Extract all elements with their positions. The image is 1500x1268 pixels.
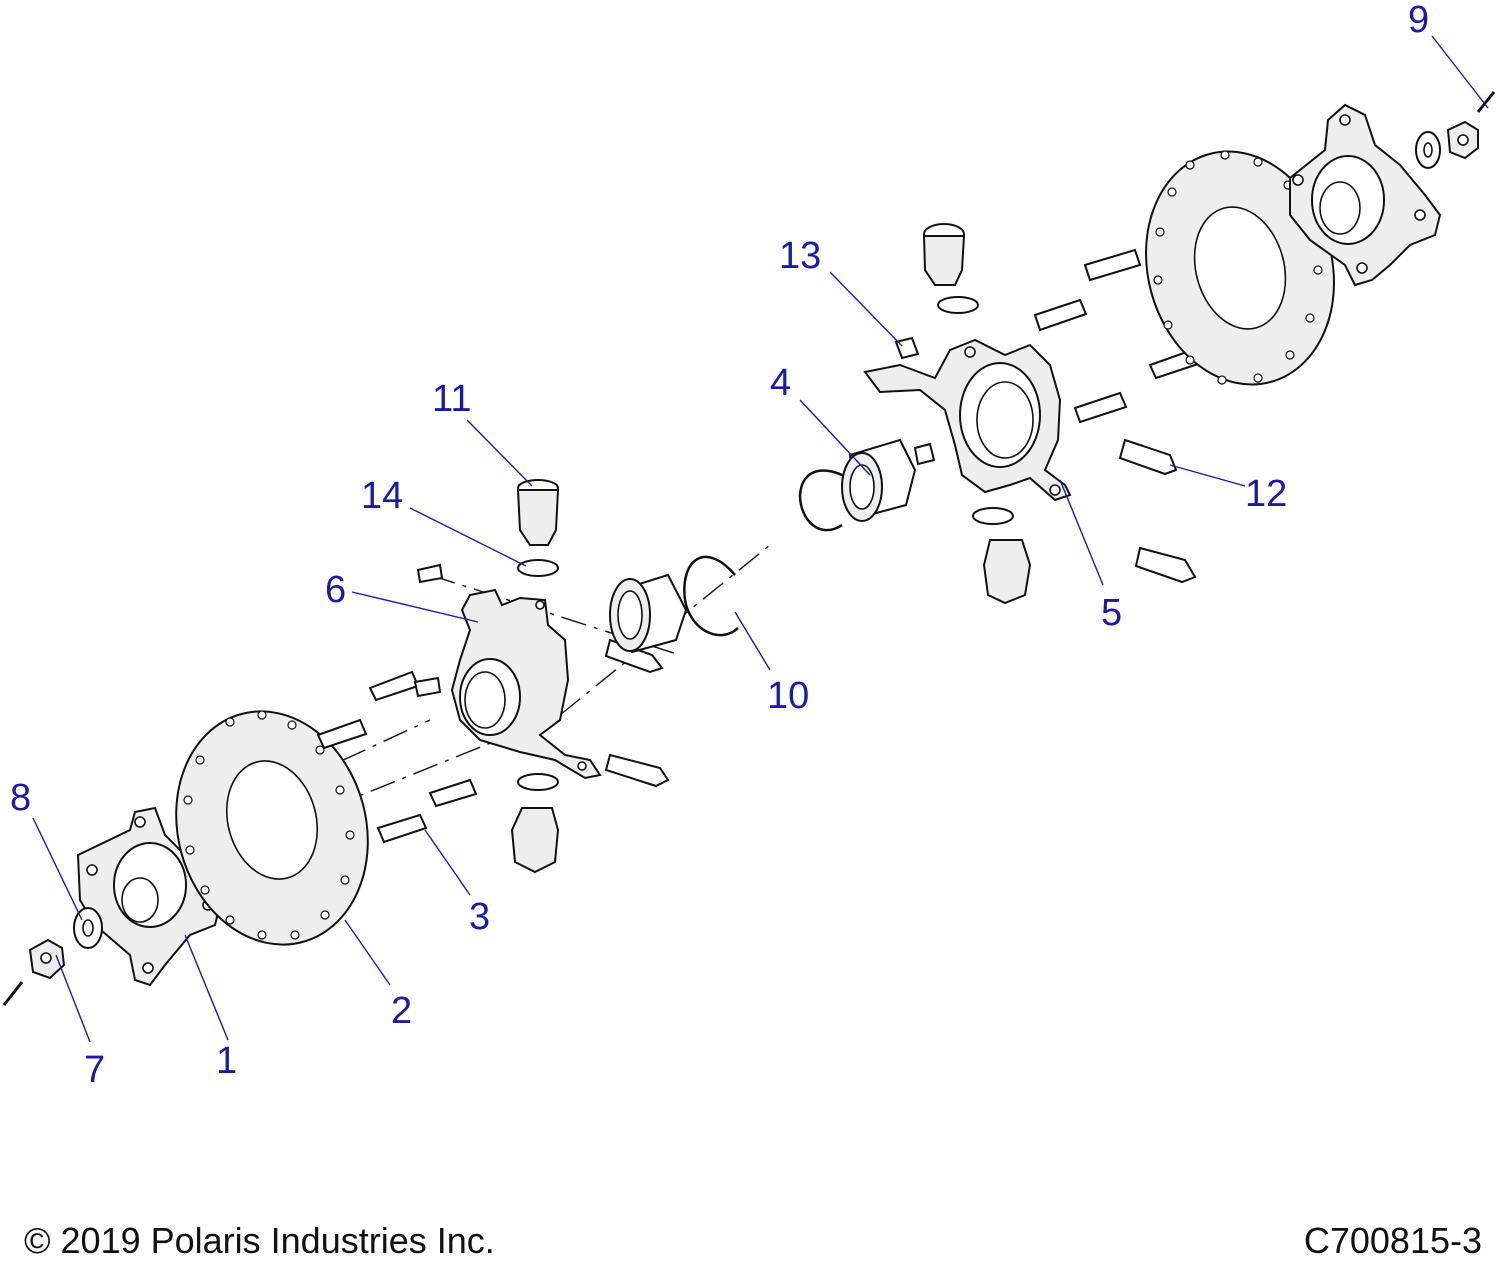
- callout-5: 5: [1101, 592, 1122, 634]
- drawing-number: C700815-3: [1303, 1220, 1482, 1261]
- snap-ring-left: [683, 555, 739, 637]
- ball-joint-upper-right: [922, 223, 966, 286]
- callout-11: 11: [432, 378, 471, 420]
- castle-nut-right: [1446, 120, 1479, 160]
- leader-lines: [32, 35, 1489, 1043]
- callout-7: 7: [84, 1049, 105, 1091]
- steering-knuckle-right: [863, 338, 1072, 502]
- washer-left: [73, 907, 103, 949]
- wheel-bearing-right: [841, 438, 917, 522]
- cotter-pin-left: [2, 981, 24, 1006]
- callout-2: 2: [391, 990, 412, 1032]
- copyright-notice: © 2019 Polaris Industries Inc.: [24, 1220, 495, 1261]
- knuckle-nut-right: [913, 442, 936, 466]
- brake-rotor-left: [175, 710, 369, 946]
- ball-joint-lower-left: [510, 807, 560, 874]
- wheel-studs-left: [316, 670, 478, 844]
- steering-knuckle-left: [450, 588, 602, 780]
- ball-joint-upper-left: [516, 479, 560, 546]
- callout-labels: 1 2 3 4 5 6 7 8 9 10 11 12 13 14: [10, 0, 1429, 1091]
- knuckle-bolt-13: [894, 336, 920, 360]
- callout-13: 13: [779, 235, 821, 277]
- knuckle-bolts-left: [413, 563, 670, 788]
- ball-joint-lower-right: [982, 539, 1032, 605]
- wheel-hub-right: [1289, 103, 1442, 287]
- washer-right: [1415, 131, 1441, 169]
- callout-4: 4: [770, 362, 791, 404]
- callout-12: 12: [1245, 473, 1287, 515]
- retaining-ring-lower-right: [972, 507, 1014, 525]
- callout-9: 9: [1408, 0, 1429, 41]
- wheel-hub-left: [76, 806, 222, 987]
- callout-8: 8: [10, 777, 31, 819]
- castle-nut-left: [28, 938, 66, 980]
- retaining-ring-upper-right: [937, 296, 979, 314]
- retaining-ring-lower-left: [517, 773, 559, 791]
- callout-1: 1: [216, 1040, 237, 1082]
- callout-10: 10: [767, 675, 809, 717]
- wheel-bearing-left: [609, 573, 688, 654]
- retaining-ring-upper-left: [517, 559, 559, 577]
- snap-ring-right: [798, 469, 849, 532]
- brake-rotor-right: [1145, 150, 1335, 386]
- cotter-pin-right: [1476, 91, 1496, 113]
- callout-3: 3: [469, 896, 490, 938]
- knuckle-bolts-right: [1118, 438, 1197, 584]
- callout-14: 14: [361, 475, 403, 517]
- rotor-left-holes: [183, 710, 355, 940]
- callout-6: 6: [325, 569, 346, 611]
